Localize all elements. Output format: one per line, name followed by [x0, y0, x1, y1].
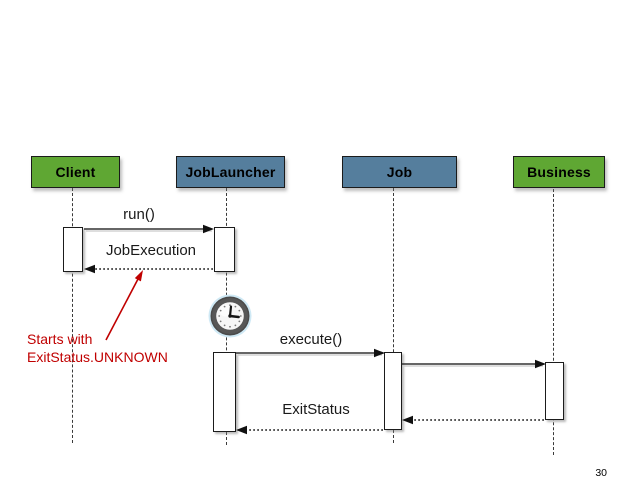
- message-label-exitstatus: ExitStatus: [282, 401, 350, 418]
- actor-label-business: Business: [527, 164, 591, 180]
- slide-number: 30: [595, 467, 607, 479]
- actor-label-joblauncher: JobLauncher: [185, 164, 276, 180]
- actor-label-job: Job: [386, 164, 413, 180]
- activation-job: [384, 352, 402, 430]
- arrow-business-return: [402, 415, 544, 425]
- activation-joblauncher-2: [213, 352, 236, 432]
- clock-ticks: [218, 304, 242, 328]
- actor-box-business: Business: [513, 156, 605, 188]
- annotation-arrow: [105, 270, 143, 341]
- activation-business: [545, 362, 564, 420]
- activation-joblauncher-1: [214, 227, 235, 272]
- message-label-run: run(): [123, 206, 155, 223]
- annotation-text: Starts with ExitStatus.UNKNOWN: [27, 330, 168, 366]
- lifeline-business: [553, 189, 554, 455]
- annotation-line-1: Starts with: [27, 331, 93, 347]
- activation-client: [63, 227, 83, 272]
- annotation-line-2: ExitStatus.UNKNOWN: [27, 349, 168, 365]
- actor-box-joblauncher: JobLauncher: [176, 156, 285, 188]
- arrow-execute: [236, 348, 385, 358]
- actor-box-client: Client: [31, 156, 120, 188]
- lifeline-job: [393, 188, 394, 443]
- arrow-job-to-business: [402, 359, 546, 369]
- actor-label-client: Client: [55, 164, 96, 180]
- actor-box-job: Job: [342, 156, 457, 188]
- clock-icon: [208, 294, 252, 338]
- arrow-jobexecution-return: [84, 264, 213, 274]
- arrow-run: [84, 224, 214, 234]
- message-label-jobexecution: JobExecution: [105, 242, 197, 259]
- arrow-exitstatus-return: [236, 425, 383, 435]
- lifeline-client: [72, 188, 73, 443]
- arrow-shadows: [86, 230, 543, 367]
- message-label-execute: execute(): [279, 331, 343, 348]
